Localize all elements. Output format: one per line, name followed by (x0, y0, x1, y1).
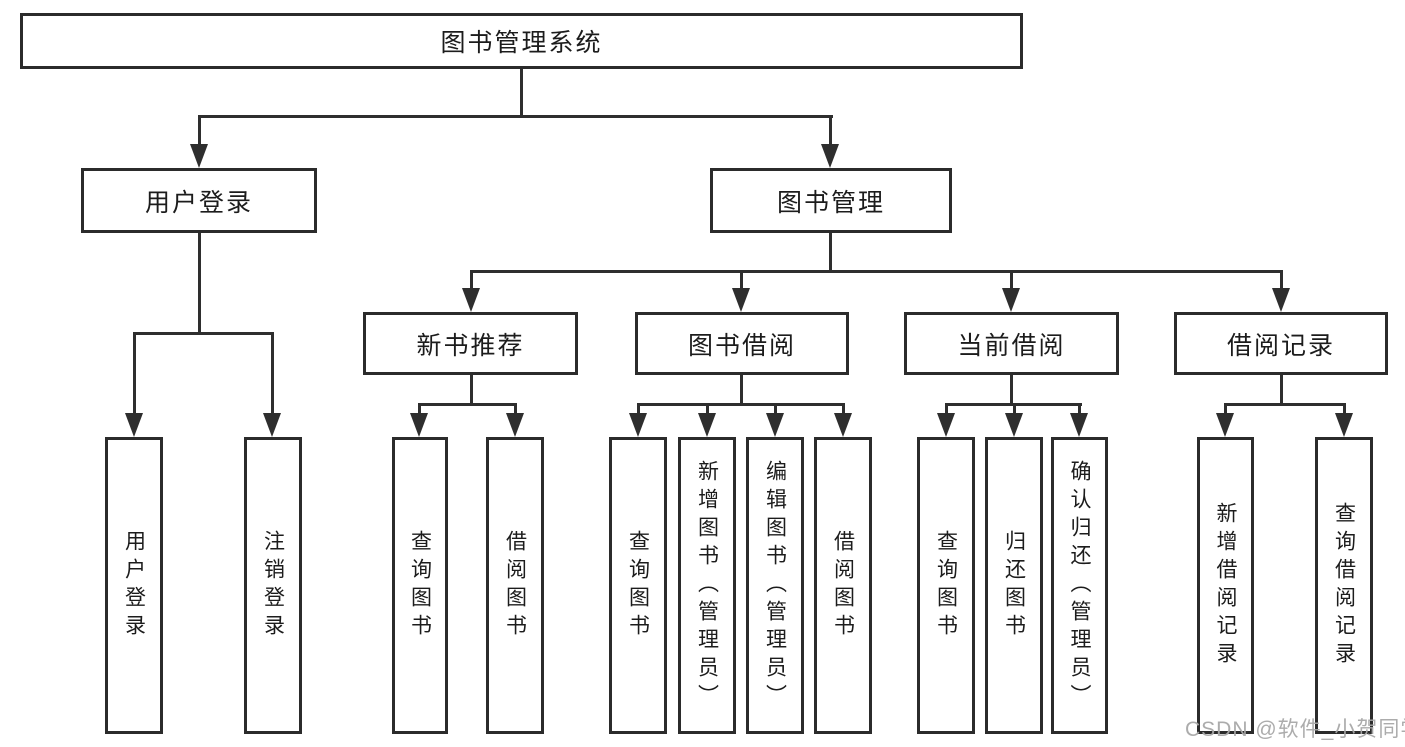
connector-stem (1010, 270, 1013, 290)
arrow-down-icon (821, 144, 839, 168)
connector-stem (470, 270, 473, 290)
arrow-down-icon (732, 288, 750, 312)
arrow-down-icon (698, 413, 716, 437)
node-book-borrow: 图书借阅 (635, 312, 849, 375)
leaf-borrow-borrow-books: 借阅图书 (814, 437, 872, 734)
node-current-borrow-label: 当前借阅 (957, 331, 1066, 360)
connector-stem (842, 403, 845, 415)
connector-book-management-stem (829, 233, 832, 273)
connector-stem (706, 403, 709, 415)
arrow-down-icon (629, 413, 647, 437)
leaf-add-borrow-record-label: 新增借阅记录 (1214, 501, 1238, 670)
node-book-management: 图书管理 (710, 168, 952, 233)
connector-borrow-records-stem (1280, 375, 1283, 406)
arrow-down-icon (1005, 413, 1023, 437)
connector-book-management-branch (470, 270, 1282, 273)
arrow-down-icon (937, 413, 955, 437)
arrow-down-icon (1002, 288, 1020, 312)
leaf-logout-label: 注销登录 (261, 529, 285, 642)
connector-book-borrow-stem (740, 375, 743, 406)
arrow-down-icon (462, 288, 480, 312)
leaf-edit-book-admin-label: 编辑图书（管理员） (763, 459, 787, 712)
connector-stem (271, 332, 274, 415)
csdn-watermark: CSDN @软件_小贺同学 (1185, 718, 1405, 741)
connector-stem (1280, 270, 1283, 290)
leaf-user-login: 用户登录 (105, 437, 163, 734)
arrow-down-icon (410, 413, 428, 437)
connector-stem (829, 115, 832, 146)
node-book-management-label: 图书管理 (776, 188, 885, 217)
node-root-label: 图书管理系统 (440, 29, 603, 57)
connector-stem (418, 403, 421, 415)
leaf-query-borrow-record: 查询借阅记录 (1315, 437, 1373, 734)
leaf-borrow-query-books-label: 查询图书 (626, 529, 650, 642)
connector-stem (774, 403, 777, 415)
arrow-down-icon (506, 413, 524, 437)
connector-borrow-records-branch (1224, 403, 1346, 406)
connector-new-book-stem (470, 375, 473, 406)
arrow-down-icon (1070, 413, 1088, 437)
connector-stem (1224, 403, 1227, 415)
arrow-down-icon (125, 413, 143, 437)
leaf-logout: 注销登录 (244, 437, 302, 734)
arrow-down-icon (1216, 413, 1234, 437)
leaf-recommend-query-books-label: 查询图书 (408, 529, 432, 642)
leaf-confirm-return-admin-label: 确认归还（管理员） (1068, 459, 1092, 712)
leaf-return-book-label: 归还图书 (1002, 529, 1026, 642)
arrow-down-icon (766, 413, 784, 437)
leaf-borrow-borrow-books-label: 借阅图书 (831, 529, 855, 642)
connector-stem (740, 270, 743, 290)
arrow-down-icon (1272, 288, 1290, 312)
node-borrow-records-label: 借阅记录 (1226, 331, 1335, 360)
node-root: 图书管理系统 (20, 13, 1023, 69)
connector-user-login-branch (133, 332, 274, 335)
connector-book-borrow-branch (637, 403, 845, 406)
node-user-login: 用户登录 (81, 168, 317, 233)
arrow-down-icon (190, 144, 208, 168)
arrow-down-icon (1335, 413, 1353, 437)
connector-new-book-branch (418, 403, 517, 406)
node-current-borrow: 当前借阅 (904, 312, 1119, 375)
leaf-user-login-label: 用户登录 (122, 529, 146, 642)
leaf-current-query-books-label: 查询图书 (934, 529, 958, 642)
leaf-return-book: 归还图书 (985, 437, 1043, 734)
node-borrow-records: 借阅记录 (1174, 312, 1388, 375)
leaf-edit-book-admin: 编辑图书（管理员） (746, 437, 804, 734)
arrow-down-icon (834, 413, 852, 437)
node-book-borrow-label: 图书借阅 (687, 331, 796, 360)
leaf-add-book-admin: 新增图书（管理员） (678, 437, 736, 734)
node-new-book-recommend: 新书推荐 (363, 312, 578, 375)
connector-stem (198, 115, 201, 146)
leaf-recommend-query-books: 查询图书 (392, 437, 448, 734)
connector-stem (1078, 403, 1081, 415)
leaf-add-book-admin-label: 新增图书（管理员） (695, 459, 719, 712)
connector-stem (945, 403, 948, 415)
leaf-recommend-borrow-books: 借阅图书 (486, 437, 544, 734)
leaf-recommend-borrow-books-label: 借阅图书 (503, 529, 527, 642)
arrow-down-icon (263, 413, 281, 437)
leaf-current-query-books: 查询图书 (917, 437, 975, 734)
connector-current-borrow-stem (1010, 375, 1013, 406)
connector-stem (1343, 403, 1346, 415)
connector-stem (133, 332, 136, 415)
connector-stem (514, 403, 517, 415)
connector-root-branch (198, 115, 833, 118)
leaf-query-borrow-record-label: 查询借阅记录 (1332, 501, 1356, 670)
connector-user-login-stem (198, 233, 201, 335)
leaf-add-borrow-record: 新增借阅记录 (1197, 437, 1254, 734)
connector-stem (637, 403, 640, 415)
connector-root-stem (520, 68, 523, 118)
leaf-confirm-return-admin: 确认归还（管理员） (1051, 437, 1108, 734)
connector-stem (1013, 403, 1016, 415)
leaf-borrow-query-books: 查询图书 (609, 437, 667, 734)
node-new-book-recommend-label: 新书推荐 (416, 331, 525, 360)
node-user-login-label: 用户登录 (144, 188, 253, 217)
